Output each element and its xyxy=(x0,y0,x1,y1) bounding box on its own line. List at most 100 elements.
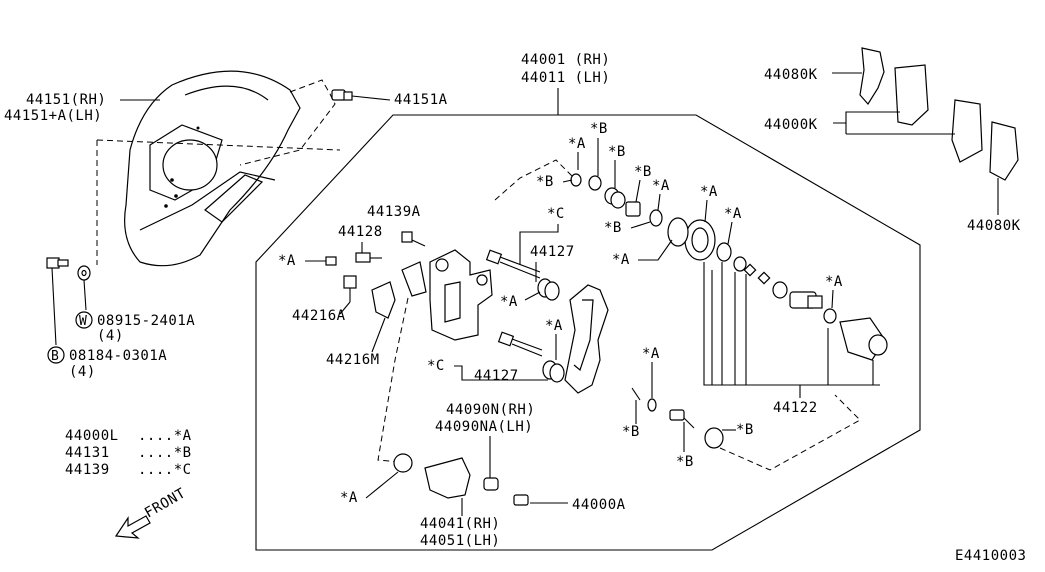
label-washer-qty: (4) xyxy=(97,328,124,344)
label-caliper-lh: 44011 (LH) xyxy=(521,70,610,86)
ref-b-6: *B xyxy=(622,424,640,440)
plate-bolt xyxy=(331,89,391,101)
ref-a-8: *A xyxy=(612,252,630,268)
ref-a-9: *A xyxy=(825,274,843,290)
bolt-44128 xyxy=(355,252,382,263)
label-44122: 44122 xyxy=(773,400,818,416)
label-44051: 44051(LH) xyxy=(420,533,500,549)
adjuster-gear xyxy=(625,201,641,217)
ref-c-2: *C xyxy=(427,358,445,374)
pad-shim-bottom xyxy=(989,121,1019,181)
lever-44041 xyxy=(424,457,471,499)
ref-b-5: *B xyxy=(604,220,622,236)
ref-b-4: *B xyxy=(634,164,652,180)
label-44216M: 44216M xyxy=(326,352,380,368)
ref-b-7: *B xyxy=(676,454,694,470)
guide-pin xyxy=(631,387,641,401)
label-44127-top: 44127 xyxy=(530,244,575,260)
ref-b-1: *B xyxy=(590,121,608,137)
ref-b-2: *B xyxy=(536,174,554,190)
ref-a-5: *A xyxy=(652,178,670,194)
ring-b xyxy=(733,256,747,272)
ref-a-1: *A xyxy=(278,253,296,269)
label-44090NA: 44090NA(LH) xyxy=(435,419,533,435)
bolt-44000A xyxy=(513,494,529,506)
adjuster-spindle xyxy=(789,291,823,309)
slide-pin-lower xyxy=(497,331,543,357)
caliper-assembly-boundary xyxy=(255,114,921,551)
label-44127-bottom: 44127 xyxy=(474,368,519,384)
caliper-bracket xyxy=(429,249,493,341)
washer-lower xyxy=(704,427,724,449)
label-44080K-bottom: 44080K xyxy=(967,218,1021,234)
label-bolt-code: 08184-0301A xyxy=(69,348,167,364)
ref-b-3: *B xyxy=(608,144,626,160)
ref-a-2: *A xyxy=(500,294,518,310)
spring-b xyxy=(604,187,626,209)
label-plate-bolt: 44151A xyxy=(394,92,448,108)
legend-ref-3: ....*C xyxy=(138,462,192,478)
adjuster-nut xyxy=(772,281,788,299)
ref-c-1: *C xyxy=(547,206,565,222)
label-plate-lh: 44151+A(LH) xyxy=(4,108,102,124)
ref-b-8: *B xyxy=(736,422,754,438)
washer-circle-letter: W xyxy=(79,314,87,329)
ref-a-4: *A xyxy=(568,136,586,152)
ref-a-6: *A xyxy=(700,184,718,200)
legend: 44000L ....*A 44131 ....*B 44139 ....*C xyxy=(65,428,192,478)
clip-c xyxy=(743,263,757,277)
spring-a xyxy=(588,175,602,191)
pin-boot-lower xyxy=(542,360,565,383)
pad-shim-top xyxy=(859,47,885,105)
ref-a-7: *A xyxy=(724,206,742,222)
front-label: FRONT xyxy=(142,485,189,521)
clip-44216M xyxy=(371,261,427,319)
ref-a-11: *A xyxy=(340,490,358,506)
ring-a xyxy=(716,242,732,262)
label-plate-rh: 44151(RH) xyxy=(26,92,106,108)
label-44090N: 44090N(RH) xyxy=(446,402,535,418)
label-44128: 44128 xyxy=(338,224,383,240)
dust-boot xyxy=(684,219,716,261)
piston xyxy=(839,317,888,361)
bleeder-bolt xyxy=(401,231,426,247)
piston-seal xyxy=(667,217,689,247)
pad-set xyxy=(894,64,929,126)
label-44139A: 44139A xyxy=(367,204,421,220)
legend-part-2: 44131 xyxy=(65,445,110,461)
spring-44090 xyxy=(483,477,499,491)
front-arrow-icon xyxy=(114,515,151,539)
diagram-code: E4410003 xyxy=(955,548,1026,564)
ref-a-10: *A xyxy=(642,346,660,362)
label-washer-code: 08915-2401A xyxy=(97,313,195,329)
guide-bolt xyxy=(669,409,695,429)
ring-lower xyxy=(647,398,657,412)
caliper-body xyxy=(564,284,609,394)
pin-boot-upper xyxy=(537,278,560,301)
ring-upper-left xyxy=(570,173,582,187)
mount-bolt xyxy=(46,257,69,346)
ref-a-3: *A xyxy=(545,318,563,334)
legend-ref-1: ....*A xyxy=(138,428,192,444)
label-44080K-top: 44080K xyxy=(764,67,818,83)
pad-backing xyxy=(951,99,983,163)
legend-part-3: 44139 xyxy=(65,462,110,478)
bolt-circle-letter: B xyxy=(51,349,59,364)
seal-ring-small xyxy=(649,209,663,227)
o-ring xyxy=(823,308,837,324)
small-screw xyxy=(325,256,337,266)
label-44000K: 44000K xyxy=(764,117,818,133)
seal-44000 xyxy=(393,453,413,473)
clip-44216A xyxy=(343,275,357,302)
legend-part-1: 44000L xyxy=(65,428,119,444)
label-44000A: 44000A xyxy=(572,497,626,513)
label-caliper-rh: 44001 (RH) xyxy=(521,52,610,68)
legend-ref-2: ....*B xyxy=(138,445,192,461)
washer xyxy=(77,265,91,311)
clip-d xyxy=(757,271,771,285)
label-44041: 44041(RH) xyxy=(420,516,500,532)
backing-plate xyxy=(124,70,301,267)
label-bolt-qty: (4) xyxy=(69,364,96,380)
label-44216A: 44216A xyxy=(292,308,346,324)
